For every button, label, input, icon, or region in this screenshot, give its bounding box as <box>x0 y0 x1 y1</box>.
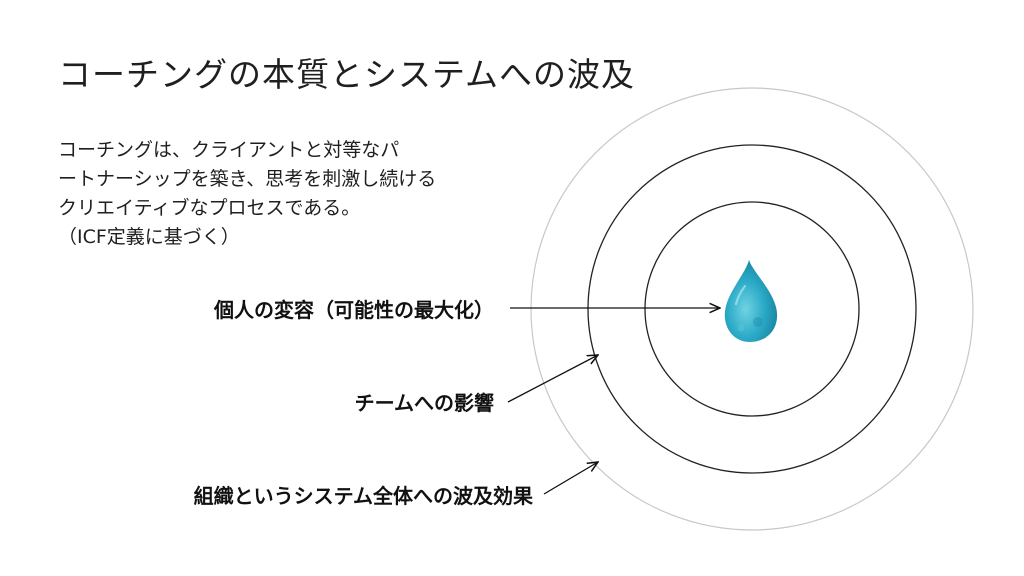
intro-line: クリエイティブなプロセスである。 <box>58 197 361 219</box>
inner-ring <box>644 201 860 417</box>
water-drop-icon <box>724 260 778 342</box>
intro-line: コーチングは、クライアントと対等なパ <box>58 139 400 161</box>
label-individual-transformation: 個人の変容（可能性の最大化） <box>214 298 494 322</box>
intro-text: コーチングは、クライアントと対等なパ ートナーシップを築き、思考を刺激し続ける … <box>58 136 478 252</box>
label-team-impact: チームへの影響 <box>354 391 494 415</box>
middle-ring <box>587 144 917 474</box>
outer-ring <box>530 87 974 531</box>
slide-title: コーチングの本質とシステムへの波及 <box>58 55 636 94</box>
intro-line: ートナーシップを築き、思考を刺激し続ける <box>58 168 437 190</box>
intro-line: （ICF定義に基づく） <box>58 226 240 248</box>
label-system-ripple: 組織というシステム全体への波及効果 <box>193 484 533 508</box>
arrow-team <box>507 355 598 403</box>
arrow-system <box>543 462 598 495</box>
